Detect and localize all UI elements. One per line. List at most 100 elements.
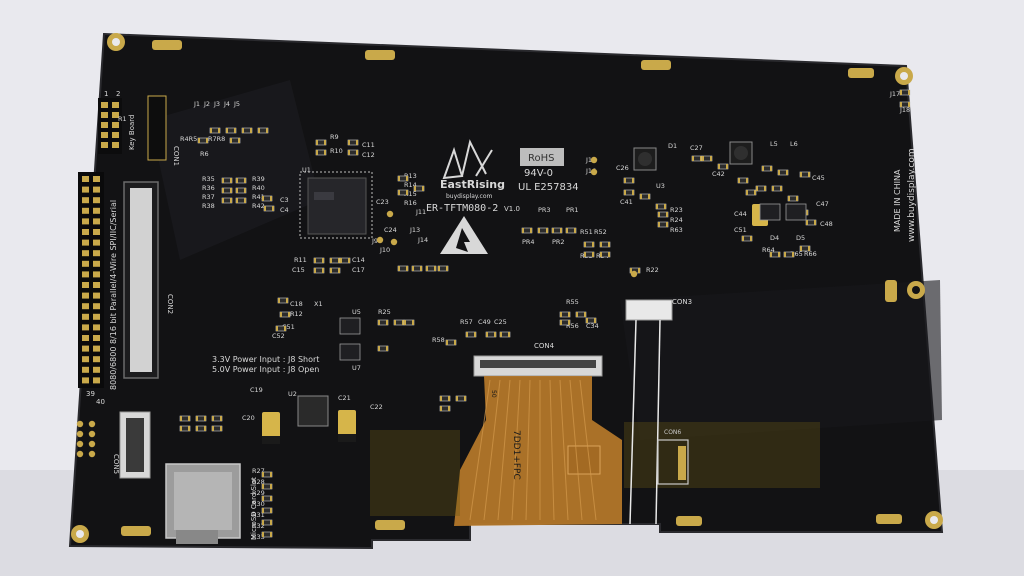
silkscreen-label: R56 (566, 322, 579, 330)
silkscreen-label: R11 (294, 256, 307, 264)
silkscreen-label: J3 (213, 100, 220, 108)
tape-right (624, 422, 820, 488)
silkscreen-label: R22 (646, 266, 659, 274)
fpc-pin: 50 (490, 390, 497, 398)
silkscreen-label: U7 (352, 364, 361, 372)
ul-number: UL E257834 (518, 182, 579, 193)
silkscreen-label: C26 (616, 164, 629, 172)
brand-site-small: buydisplay.com (446, 193, 492, 200)
silkscreen-label: R4R5 (180, 135, 197, 143)
rohs-badge (520, 148, 564, 166)
silkscreen-label: C24 (384, 226, 397, 234)
silkscreen-label: R40 (252, 184, 265, 192)
silkscreen-label: R57 (460, 318, 473, 326)
silkscreen-label: J2 (203, 100, 210, 108)
silkscreen-label: C21 (338, 394, 351, 402)
silkscreen-label: J16 (585, 167, 596, 175)
silkscreen-label: C48 (820, 220, 833, 228)
power-note-2: 5.0V Power Input : J8 Open (212, 365, 319, 374)
silkscreen-label: J15 (585, 156, 596, 164)
silkscreen-label: R33 (252, 533, 265, 541)
silkscreen-label: J14 (417, 236, 428, 244)
silkscreen-label: PR3 (538, 206, 551, 214)
tape-left (370, 430, 460, 516)
edge-tabs (121, 40, 902, 536)
silkscreen-label: R64 (762, 246, 775, 254)
silkscreen-label: C20 (242, 414, 255, 422)
silkscreen-label: C34 (586, 322, 599, 330)
key-board-label: Key Board (128, 115, 136, 151)
con3-connector (625, 299, 673, 321)
fpc-label: 7DD1+FPC (511, 430, 521, 480)
silkscreen-label: D4 (770, 234, 779, 242)
silkscreen-label: J1 (193, 100, 200, 108)
website: www.buydisplay.com (907, 148, 917, 242)
silkscreen-label: R14 (404, 181, 417, 189)
silkscreen-label: C49 (478, 318, 491, 326)
silkscreen-label: C47 (816, 200, 829, 208)
con5-label: CON5 (112, 454, 120, 474)
con6-label: CON6 (664, 429, 681, 436)
silkscreen-label: R10 (330, 147, 343, 155)
glare (150, 80, 320, 260)
con3-label: CON3 (672, 298, 692, 306)
silkscreen-label: PR1 (566, 206, 579, 214)
silkscreen-label: R27 (252, 467, 265, 475)
silkscreen-label: J18 (899, 106, 910, 114)
con1-label: CON1 (172, 146, 180, 166)
keyboard-header (98, 95, 167, 161)
silkscreen-label: R1 (118, 115, 127, 123)
silkscreen-label: R37 (202, 193, 215, 201)
silkscreen-label: R12 (290, 310, 303, 318)
con4-label: CON4 (534, 342, 555, 350)
silkscreen-label: R38 (202, 202, 215, 210)
pin-39: 39 (86, 390, 95, 398)
silkscreen-label: J9 (371, 237, 378, 245)
eastrising-logo-icon (442, 139, 493, 180)
silkscreen-label: R55 (566, 298, 579, 306)
rating: 94V-0 (524, 168, 553, 179)
silkscreen-label: R51 (580, 228, 593, 236)
silkscreen-label: R23 (670, 206, 683, 214)
made-in: MADE IN CHINA (893, 169, 902, 232)
silkscreen-label: C25 (494, 318, 507, 326)
silkscreen-label: C19 (250, 386, 263, 394)
silkscreen-label: R35 (202, 175, 215, 183)
silkscreen-label: R36 (202, 184, 215, 192)
silkscreen-label: R25 (378, 308, 391, 316)
silkscreen-label: R65 (790, 250, 803, 258)
silkscreen-label: R16 (404, 199, 417, 207)
silkscreen-label: R32 (252, 522, 265, 530)
silkscreen-label: R7R8 (208, 135, 225, 143)
silkscreen-label: C51 (734, 226, 747, 234)
esd-warning-icon (440, 216, 488, 254)
silkscreen-label: J4 (223, 100, 230, 108)
silkscreen-label: U1 (302, 166, 311, 174)
silkscreen-label: U3 (656, 182, 665, 190)
silkscreen-label: C11 (362, 141, 375, 149)
pin-1: 1 (104, 90, 108, 98)
brand-name: EastRising (440, 178, 505, 191)
power-note-1: 3.3V Power Input : J8 Short (212, 355, 319, 364)
sd-label: MicroSD Card Slot (250, 477, 258, 540)
rohs-text: RoHS (528, 153, 554, 164)
silkscreen-label: C18 (290, 300, 303, 308)
silkscreen-label: C44 (734, 210, 747, 218)
model-version: V1.0 (504, 205, 520, 213)
silkscreen-label: C12 (362, 151, 375, 159)
silkscreen-label: L5 (770, 140, 778, 148)
silkscreen-label: D1 (668, 142, 677, 150)
silkscreen-label: R9 (330, 133, 339, 141)
silkscreen-label: C42 (712, 170, 725, 178)
silkscreen-label: D5 (796, 234, 805, 242)
silkscreen-label: C15 (292, 266, 305, 274)
silkscreen-label: C23 (376, 198, 389, 206)
silkscreen-label: R30 (252, 500, 265, 508)
smd-parts (179, 89, 911, 538)
silkscreen-label: C3 (280, 196, 289, 204)
silkscreen-label: R63 (670, 226, 683, 234)
silkscreen-label: C41 (620, 198, 633, 206)
silkscreen-label: C52 (272, 332, 285, 340)
